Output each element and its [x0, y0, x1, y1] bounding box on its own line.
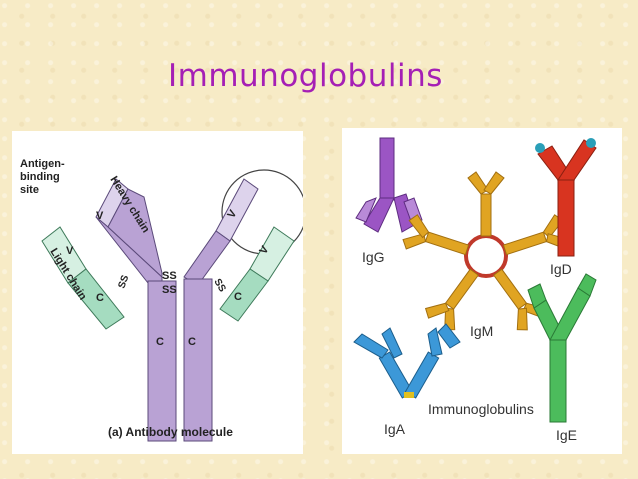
right-heavy-c-label: C — [188, 336, 196, 348]
right-chain-disulfide: SS — [211, 277, 227, 294]
left-light-v-label: V — [66, 245, 74, 257]
left-heavy-v-label: V — [96, 210, 104, 222]
left-light-constant-region — [67, 268, 125, 330]
immunoglobulins-caption: Immunoglobulins — [428, 401, 534, 417]
iga-label: IgA — [384, 421, 406, 437]
igg-label: IgG — [362, 249, 385, 265]
left-chain-disulfide: SS — [116, 273, 131, 290]
antigen-label-line-1: Antigen- — [20, 158, 65, 170]
igd-molecule — [535, 138, 597, 257]
left-heavy-stem — [147, 280, 177, 442]
antibody-caption: (a) Antibody molecule — [108, 425, 233, 439]
antigen-label-line-3: site — [20, 184, 39, 196]
igm-molecule — [402, 171, 570, 331]
ige-molecule — [527, 273, 597, 423]
igd-label: IgD — [550, 261, 572, 277]
hinge-disulfide-2: SS — [162, 284, 177, 296]
left-light-c-label: C — [96, 292, 104, 304]
antigen-label-line-2: binding — [20, 171, 60, 183]
left-heavy-c-label: C — [156, 336, 164, 348]
right-light-constant-region — [219, 268, 269, 322]
hinge-disulfide-1: SS — [162, 270, 177, 282]
right-light-c-label: C — [234, 291, 242, 303]
ige-label: IgE — [556, 427, 577, 443]
antibody-structure-panel: Antigen- binding site Heavy chain Light … — [12, 131, 307, 454]
iga-molecule — [353, 323, 461, 399]
left-heavy-constant-arm — [107, 188, 163, 279]
immunoglobulin-classes-panel: IgG IgM — [342, 128, 622, 454]
slide-title: Immunoglobulins — [168, 58, 443, 94]
immunoglobulin-classes-diagram: IgG IgM — [353, 137, 597, 443]
igm-label: IgM — [470, 323, 493, 339]
right-heavy-stem — [183, 278, 213, 442]
right-heavy-constant-arm — [183, 230, 231, 286]
antibody-structure-diagram: Antigen- binding site Heavy chain Light … — [20, 158, 307, 442]
